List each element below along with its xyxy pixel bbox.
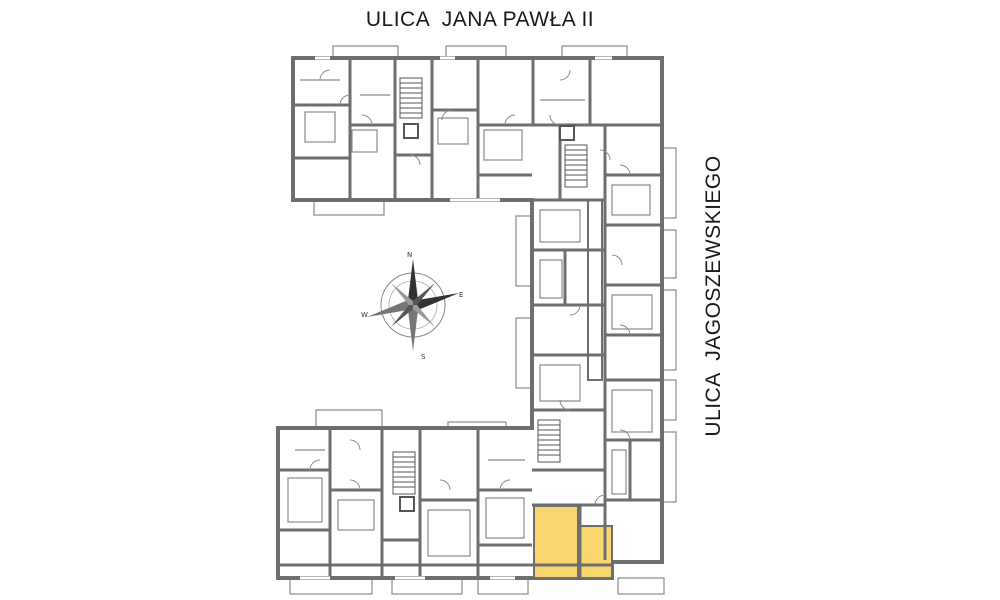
interior-walls-right [532, 173, 662, 578]
interior-walls-top [293, 58, 662, 560]
compass-rose: N E S W [361, 251, 463, 361]
stairwell-right-bottom [537, 419, 561, 463]
compass-w: W [361, 311, 368, 319]
compass-n: N [407, 251, 412, 259]
doors [309, 69, 631, 506]
street-label-top: ULICA JANA PAWŁA II [365, 8, 595, 31]
interior-walls-bottom [278, 428, 612, 578]
stairwell-bottom-left [392, 451, 416, 512]
compass-s: S [421, 353, 426, 361]
stairwell-right-top [559, 125, 588, 188]
windows [300, 56, 612, 580]
partitions [287, 79, 653, 557]
stairwell-top-left [399, 77, 423, 139]
compass-e: E [459, 291, 463, 299]
corridor [587, 199, 603, 381]
